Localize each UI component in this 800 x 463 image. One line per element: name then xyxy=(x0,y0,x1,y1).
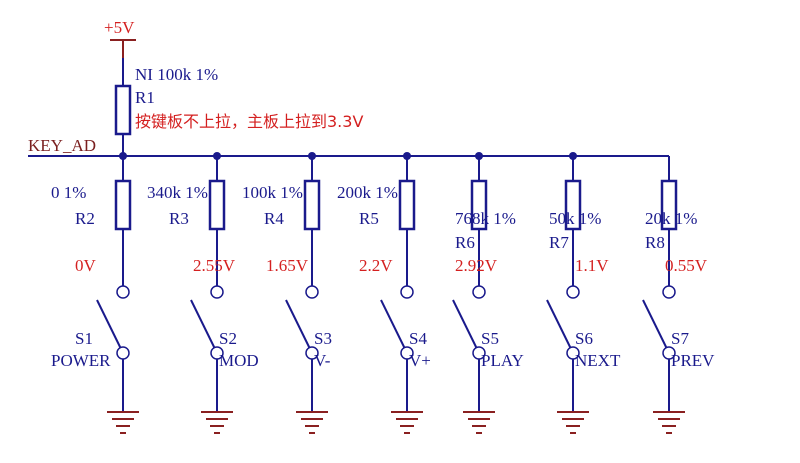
resistor-ref: R4 xyxy=(264,209,284,228)
branch-3: 100k 1% R4 1.65V S3V- xyxy=(242,152,332,434)
resistor-body xyxy=(303,179,321,231)
switch-pin xyxy=(210,285,224,299)
switch-pin xyxy=(472,285,486,299)
r1-body xyxy=(114,84,132,136)
switch-label: NEXT xyxy=(575,351,621,370)
switch-ref: S3 xyxy=(314,329,332,348)
node-voltage: 2.2V xyxy=(359,256,393,275)
switch-ref: S1 xyxy=(75,329,93,348)
switch-pin xyxy=(662,285,676,299)
pullup-note: 按键板不上拉，主板上拉到3.3V xyxy=(135,112,363,131)
resistor-ref: R5 xyxy=(359,209,379,228)
node-voltage: 1.65V xyxy=(266,256,309,275)
switch-label: PREV xyxy=(671,351,715,370)
switch-ref: S2 xyxy=(219,329,237,348)
switch-lever xyxy=(546,299,574,354)
switch-lever xyxy=(285,299,313,354)
resistor-value: 340k 1% xyxy=(147,183,208,202)
resistor-value: 0 1% xyxy=(51,183,86,202)
switch-lever xyxy=(642,299,670,354)
switch-ref: S6 xyxy=(575,329,593,348)
resistor-ref: R6 xyxy=(455,233,475,252)
switch-label: V+ xyxy=(409,351,431,370)
switch-pin xyxy=(305,285,319,299)
node-voltage: 0V xyxy=(75,256,97,275)
switch-lever xyxy=(452,299,480,354)
resistor-body xyxy=(114,179,132,231)
switch-lever xyxy=(190,299,218,354)
resistor-value: 768k 1% xyxy=(455,209,516,228)
key-ad-net: KEY_AD xyxy=(28,136,669,157)
switch-ref: S4 xyxy=(409,329,427,348)
switch-label: MOD xyxy=(219,351,259,370)
net-label: KEY_AD xyxy=(28,136,96,155)
switch-pin xyxy=(116,285,130,299)
node-voltage: 2.92V xyxy=(455,256,498,275)
branch-4: 200k 1% R5 2.2V S4V+ xyxy=(337,152,431,434)
r1-value: NI 100k 1% xyxy=(135,65,218,84)
pullup-resistor: NI 100k 1% R1 按键板不上拉，主板上拉到3.3V xyxy=(114,58,363,156)
resistor-body xyxy=(398,179,416,231)
node-voltage: 1.1V xyxy=(575,256,609,275)
resistor-value: 200k 1% xyxy=(337,183,398,202)
node-voltage: 0.55V xyxy=(665,256,708,275)
supply-symbol: +5V xyxy=(104,18,136,58)
resistor-ref: R2 xyxy=(75,209,95,228)
resistor-ref: R7 xyxy=(549,233,569,252)
resistor-ref: R3 xyxy=(169,209,189,228)
resistor-value: 20k 1% xyxy=(645,209,697,228)
switch-pin xyxy=(116,346,130,360)
switch-label: PLAY xyxy=(481,351,524,370)
switch-ref: S5 xyxy=(481,329,499,348)
resistor-value: 100k 1% xyxy=(242,183,303,202)
switch-lever xyxy=(380,299,408,354)
switch-lever xyxy=(96,299,124,354)
resistor-value: 50k 1% xyxy=(549,209,601,228)
supply-label: +5V xyxy=(104,18,135,37)
switch-ref: S7 xyxy=(671,329,689,348)
switch-pin xyxy=(566,285,580,299)
switch-label: V- xyxy=(314,351,331,370)
node-voltage: 2.55V xyxy=(193,256,236,275)
resistor-body xyxy=(208,179,226,231)
resistor-ref: R8 xyxy=(645,233,665,252)
switch-label: POWER xyxy=(51,351,111,370)
r1-ref: R1 xyxy=(135,88,155,107)
switch-pin xyxy=(400,285,414,299)
